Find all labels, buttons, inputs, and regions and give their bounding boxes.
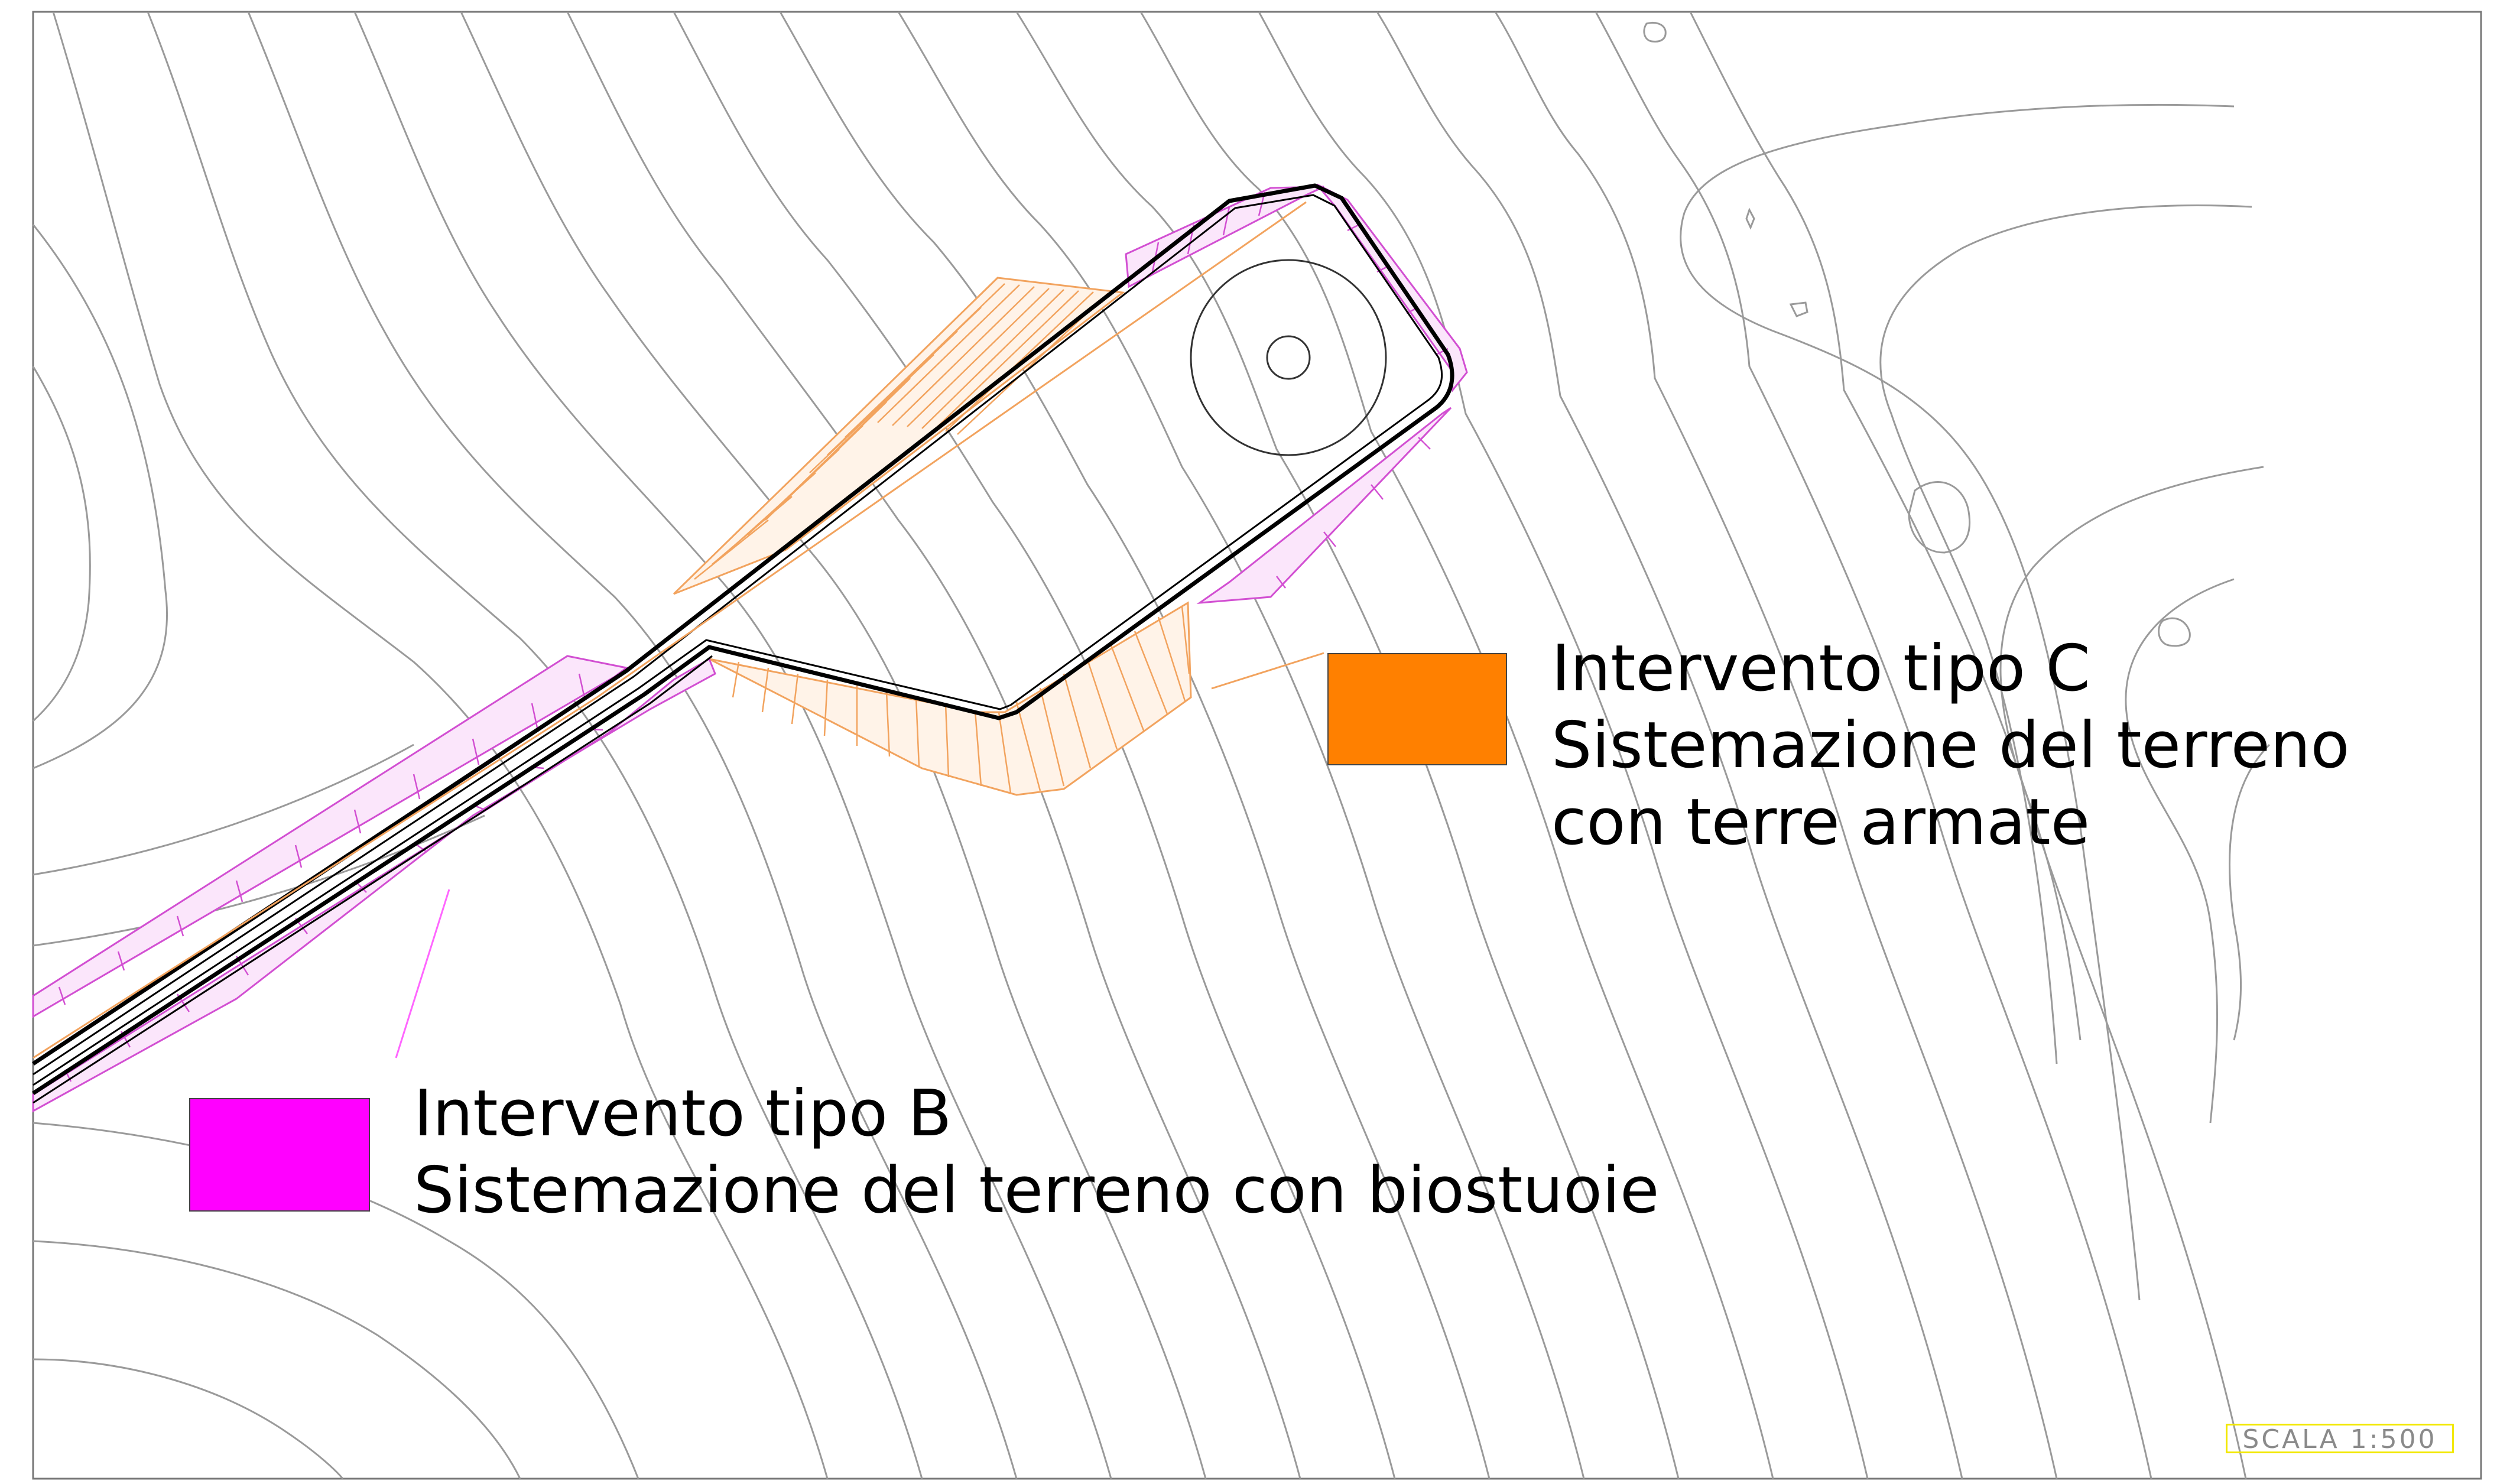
- turnaround-centre: [1266, 335, 1311, 380]
- road-edge-upper: [32, 183, 1454, 1095]
- type-c-swatch: [1327, 653, 1507, 765]
- drawing-frame: [32, 11, 2482, 1480]
- type-c-description-2: con terre armate: [1551, 785, 2090, 859]
- scale-label: SCALA 1:500: [2226, 1424, 2454, 1453]
- type-b-hatch-areas: [32, 183, 1468, 1113]
- leader-line-c: [1211, 652, 1324, 690]
- type-b-area-right: [1196, 407, 1452, 604]
- type-b-title: Intervento tipo B: [414, 1077, 952, 1151]
- contour-lines: [32, 11, 2271, 1479]
- type-b-area-lower-left: [32, 657, 716, 1113]
- type-b-swatch: [189, 1098, 370, 1212]
- type-c-description-1: Sistemazione del terreno: [1551, 709, 2350, 782]
- type-c-area-lower: [709, 601, 1192, 796]
- type-b-area-right-edge: [1316, 183, 1468, 392]
- road-edge-inner-2: [33, 655, 713, 1104]
- road-centreline: [33, 201, 1307, 1059]
- type-c-title: Intervento tipo C: [1551, 632, 2090, 706]
- type-c-hatch-areas: [673, 277, 1192, 796]
- type-c-label: Intervento tipo C Sistemazione del terre…: [1551, 631, 2350, 861]
- road-outline: [32, 183, 1454, 1104]
- road-edge-inner: [33, 194, 1443, 1086]
- turnaround-circle: [1190, 259, 1387, 456]
- type-b-description: Sistemazione del terreno con biostuoie: [414, 1154, 1660, 1228]
- leader-line-b: [395, 889, 450, 1058]
- type-c-area-upper: [673, 277, 1125, 595]
- type-b-label: Intervento tipo B Sistemazione del terre…: [414, 1076, 1659, 1229]
